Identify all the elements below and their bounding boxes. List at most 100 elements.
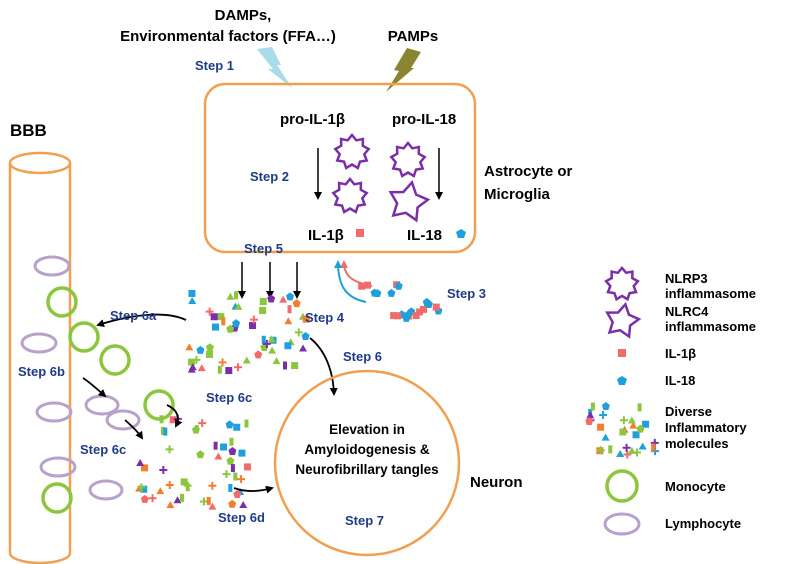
molecule-triangle	[239, 501, 248, 509]
legend-lymphocyte-icon	[603, 512, 641, 536]
molecule-cross	[137, 483, 146, 492]
molecule-cross	[165, 481, 174, 490]
cytokine-square	[206, 350, 214, 358]
monocyte-icon	[99, 344, 131, 376]
cytokine-pentagon	[196, 450, 205, 459]
molecule-bar	[608, 445, 613, 454]
monocyte-icon	[143, 389, 175, 421]
molecule-triangle	[197, 364, 206, 372]
cytokine-pentagon	[140, 494, 149, 503]
molecule-cross	[222, 470, 231, 479]
molecule-triangle	[242, 356, 251, 364]
cytokine-square	[225, 367, 233, 375]
inflammatory-molecules-cluster-lower	[135, 414, 252, 510]
monocyte-icon	[68, 321, 100, 353]
cytokine-square	[210, 313, 218, 321]
cytokine-pentagon	[233, 489, 242, 498]
cytokine-square	[238, 449, 246, 457]
molecule-triangle	[627, 446, 636, 454]
molecule-cross	[218, 358, 227, 367]
neuron-label: Neuron	[470, 474, 523, 491]
il1b-cell-label: IL-1β	[308, 227, 344, 244]
molecule-bar	[160, 426, 165, 435]
cytokine-pentagon	[286, 292, 295, 301]
nlrp3-inflammasome-icon	[389, 141, 427, 178]
neuron-text-line3: Neurofibrillary tangles	[295, 462, 438, 477]
damps-lightning-icon	[257, 47, 292, 88]
pamps-lightning-icon	[386, 48, 421, 92]
molecule-triangle	[284, 317, 293, 325]
molecule-cross	[208, 481, 217, 490]
pamps-label: PAMPs	[388, 28, 439, 45]
legend-il18-label: IL-18	[665, 373, 695, 388]
legend-monocyte-label: Monocyte	[665, 479, 726, 494]
il18-cell-marker	[456, 229, 466, 238]
cytokine-square	[169, 416, 177, 424]
molecule-cross	[159, 466, 168, 475]
molecule-bar	[163, 427, 168, 436]
step-6b-arrow	[82, 377, 107, 398]
molecule-cross	[623, 450, 632, 459]
cytokine-pentagon	[585, 416, 594, 425]
cytokine-pentagon	[254, 350, 263, 359]
legend-diverse-line2: Inflammatory	[665, 420, 747, 435]
molecule-triangle	[226, 292, 235, 300]
step-6c-upper-label: Step 6c	[206, 390, 252, 405]
lymphocyte-icon	[35, 401, 73, 423]
cytokine-pentagon	[301, 332, 310, 341]
astrocyte-microglia-cell	[203, 82, 477, 254]
damps-label: DAMPs,	[215, 7, 272, 24]
molecule-cross	[294, 328, 303, 337]
molecule-bar	[651, 443, 656, 452]
cytokine-pentagon	[636, 424, 645, 433]
cytokine-square	[394, 312, 402, 320]
cytokine-pentagon	[424, 300, 433, 309]
lymphocyte-icon	[20, 332, 58, 354]
cytokine-cluster-step3	[358, 281, 443, 322]
cytokine-square	[597, 423, 605, 431]
lymphocyte-icon	[88, 479, 124, 501]
cytokine-square	[432, 303, 440, 311]
molecule-triangle	[173, 496, 182, 504]
il18-feedback-arrow	[334, 260, 367, 303]
legend-nlrc4-icon	[605, 301, 642, 339]
cytokine-pentagon	[387, 288, 396, 297]
molecule-triangle	[586, 411, 595, 419]
neuron-text-line1: Elevation in	[329, 422, 405, 437]
molecule-bar	[229, 437, 234, 446]
legend-nlrc4-line1: NLRC4	[665, 304, 709, 319]
legend-il1b-label: IL-1β	[665, 346, 696, 361]
cytokine-pentagon	[402, 313, 411, 322]
molecule-bar	[233, 472, 238, 481]
cytokine-square	[302, 315, 310, 323]
molecule-cross	[234, 363, 243, 372]
molecule-triangle	[299, 344, 308, 352]
cytokine-square	[416, 308, 424, 316]
molecule-triangle	[187, 365, 196, 373]
cytokine-square	[180, 478, 188, 486]
molecule-triangle	[272, 357, 281, 365]
cytokine-square	[212, 323, 220, 331]
step-6-arrow	[309, 337, 338, 396]
molecule-bar	[637, 403, 642, 412]
cell-type-label-line2: Microglia	[484, 186, 551, 203]
cytokine-square	[284, 342, 292, 350]
molecule-bar	[261, 335, 266, 344]
molecule-triangle	[208, 502, 217, 510]
cytokine-square	[259, 306, 267, 314]
step-6c-lower-arrow	[124, 419, 144, 440]
molecule-bar	[228, 483, 233, 492]
cytokine-square	[217, 313, 225, 321]
cytokine-square	[244, 463, 252, 471]
cell-type-label-line1: Astrocyte or	[484, 163, 573, 180]
molecule-bar	[213, 441, 218, 450]
step-6d-label: Step 6d	[218, 510, 265, 525]
blood-brain-barrier-vessel	[8, 151, 72, 564]
molecule-bar	[234, 291, 239, 300]
cytokine-pentagon	[394, 281, 403, 290]
cytokine-square	[188, 289, 196, 297]
cytokine-square	[233, 423, 241, 431]
neuron-cell	[273, 369, 461, 557]
molecule-cross	[249, 315, 258, 324]
